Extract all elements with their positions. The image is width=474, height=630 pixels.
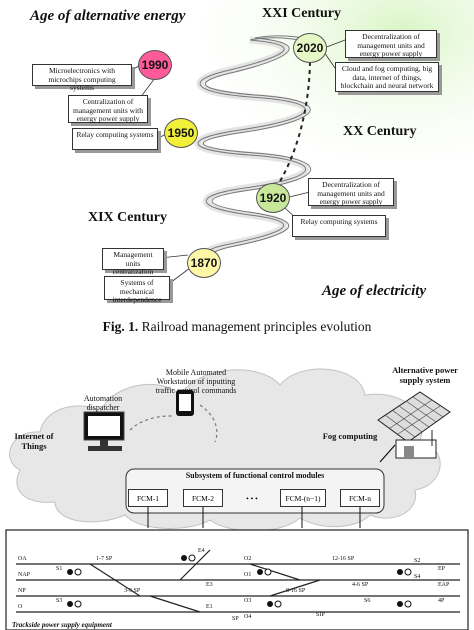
box-1870-centralization: Management units centralization [102,248,164,276]
track-label-s2: S2 [414,558,421,564]
track-label-e4: E4 [198,548,205,554]
track-label-o1: O1 [244,572,252,578]
track-label-e1: E1 [206,604,213,610]
track-label-oa: OA [18,556,27,562]
track-label-s1: S1 [56,566,63,572]
track-label-sip: SIP [316,612,325,618]
fcm-module-2: FCM-2 [183,489,223,507]
fcm-ellipsis: • • • [246,493,258,503]
year-badge-1990: 1990 [138,50,172,80]
track-label-sp-3-9: 3-9 SP [124,588,141,594]
box-1990-microelectronics: Microelectronics with microchips computi… [32,64,132,92]
track-label-sp-4-6: 4-6 SP [352,582,369,588]
century-19-label: XIX Century [88,210,167,225]
era-bottom-label: Age of electricity [322,283,427,299]
power-supply-label: Alternative power supply system [392,365,458,385]
arrow-power [379,444,396,463]
track-label-e3: E3 [206,582,213,588]
track-label-s6: S6 [364,598,371,604]
year-badge-1950: 1950 [164,118,198,148]
caption-text: Railroad management principles evolution [141,319,372,334]
box-1920-decentralization: Decentralization of management units and… [308,178,394,206]
figure-1: Age of alternative energy Age of electri… [0,0,474,312]
fcm-module-n-minus-1: FCM-(n−1) [280,489,326,507]
track-label-sp-12-16: 12-16 SP [332,556,355,562]
track-label-s3: S3 [56,598,63,604]
track-label-ep: EP [438,566,446,572]
fog-computing-label: Fog computing [322,431,378,441]
year-badge-2020: 2020 [293,33,327,63]
dashed-arrow [275,57,311,189]
box-1920-relay: Relay computing systems [292,215,386,237]
track-lines [16,549,460,613]
subsystem-label: Subsystem of functional control modules [185,471,325,480]
box-1950-centralization: Centralization of management units with … [68,95,148,123]
spiral-coils [194,35,313,275]
track-label-sp: SP [232,616,239,622]
track-label-o2: O2 [244,556,252,562]
century-20-label: XX Century [343,124,417,139]
figure-2: Mobile Automated Workstation of inputtin… [0,350,474,630]
dashed-link-dispatcher [129,415,173,431]
caption-number: Fig. 1. [102,319,139,334]
solar-panel-icon [377,391,451,459]
track-label-np: NP [18,588,26,594]
mobile-workstation-label: Mobile Automated Workstation of inputtin… [155,368,237,396]
computer-icon [83,411,125,451]
year-badge-1870: 1870 [187,248,221,278]
fcm-links [147,507,361,528]
box-2020-cloud-fog: Cloud and fog computing, big data, inter… [335,62,439,92]
track-label-o4: O4 [244,614,252,620]
tablet-icon [176,390,194,416]
dispatcher-label: Automation dispatcher [83,394,123,413]
year-badge-1920: 1920 [256,183,290,213]
iot-label: Internet of Things [14,431,54,451]
box-2020-decentralization: Decentralization of management units and… [345,30,437,58]
box-1950-relay: Relay computing systems [72,128,158,150]
century-21-label: XXI Century [262,6,341,21]
track-label-o: O [18,604,23,610]
track-label-sp-1-7: 1-7 SP [96,556,113,562]
track-label-nap: NAP [18,572,31,578]
track-label-o3: O3 [244,598,252,604]
fcm-module-n: FCM-n [340,489,380,507]
fcm-module-1: FCM-1 [128,489,168,507]
figure-1-caption: Fig. 1. Railroad management principles e… [0,319,474,335]
track-label-eap: EAP [438,582,450,588]
track-label-sp-8-16: 8-16 SP [286,588,306,594]
track-label-4p: 4P [438,598,445,604]
track-label-s4: S4 [414,574,421,580]
era-top-label: Age of alternative energy [30,8,186,24]
signal-lights [67,554,412,608]
box-1870-mechanical: Systems of mechanical interdependence [104,276,170,304]
bottom-fragment-label: Trackside power supply equipment [12,621,112,629]
